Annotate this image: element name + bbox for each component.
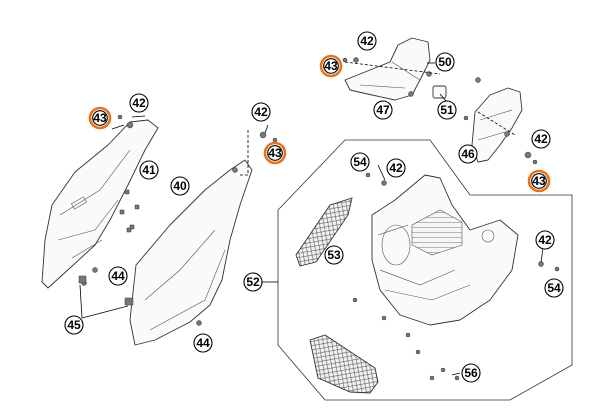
callout-42-top: 42	[357, 31, 377, 51]
bracket-46	[471, 87, 523, 163]
svg-text:43: 43	[324, 59, 338, 73]
callout-46: 46	[458, 144, 478, 164]
callout-43-left: 43	[88, 106, 112, 130]
callout-42-box-right: 42	[535, 230, 555, 250]
callout-43-right: 43	[527, 169, 551, 193]
callout-53: 53	[324, 245, 344, 265]
svg-text:42: 42	[534, 132, 548, 146]
svg-text:41: 41	[142, 163, 156, 177]
callout-43-mid: 43	[263, 141, 287, 165]
svg-text:43: 43	[93, 111, 107, 125]
fasteners	[78, 57, 560, 381]
svg-text:47: 47	[376, 103, 390, 117]
callout-47: 47	[373, 100, 393, 120]
callout-52: 52	[243, 272, 263, 292]
svg-text:42: 42	[389, 161, 403, 175]
callout-40: 40	[170, 176, 190, 196]
svg-text:43: 43	[268, 146, 282, 160]
svg-text:53: 53	[327, 248, 341, 262]
svg-text:42: 42	[360, 34, 374, 48]
clip-51	[432, 85, 447, 99]
callout-56: 56	[461, 363, 481, 383]
callout-42-box: 42	[386, 158, 406, 178]
svg-text:51: 51	[440, 103, 454, 117]
svg-text:42: 42	[254, 105, 268, 119]
svg-text:43: 43	[532, 174, 546, 188]
bracket-47	[344, 37, 431, 101]
callout-44-left: 44	[108, 266, 128, 286]
callout-44-bottom: 44	[193, 333, 213, 353]
svg-text:50: 50	[438, 55, 452, 69]
svg-text:44: 44	[196, 336, 210, 350]
callout-43-top: 43	[319, 54, 343, 78]
callout-54-right: 54	[544, 278, 564, 298]
svg-text:54: 54	[547, 281, 561, 295]
callout-42-mid: 42	[251, 102, 271, 122]
callout-45: 45	[64, 315, 84, 335]
svg-text:46: 46	[461, 147, 475, 161]
svg-text:44: 44	[111, 269, 125, 283]
callout-42-left: 42	[129, 93, 149, 113]
leader-lines	[79, 61, 544, 376]
svg-text:42: 42	[538, 233, 552, 247]
grille-53	[295, 197, 353, 267]
airbox-body	[371, 174, 519, 326]
side-panel-40	[129, 159, 253, 346]
callout-41: 41	[139, 160, 159, 180]
lower-grille	[309, 334, 379, 394]
side-panel-41	[41, 119, 159, 289]
svg-text:54: 54	[353, 155, 367, 169]
svg-text:42: 42	[132, 96, 146, 110]
callout-42-right: 42	[531, 129, 551, 149]
svg-text:52: 52	[246, 275, 260, 289]
svg-text:56: 56	[464, 366, 478, 380]
callout-51: 51	[437, 100, 457, 120]
callout-50: 50	[435, 52, 455, 72]
svg-text:40: 40	[173, 179, 187, 193]
svg-text:45: 45	[67, 318, 81, 332]
callout-54-top: 54	[350, 152, 370, 172]
assembly-box-52	[277, 139, 573, 401]
